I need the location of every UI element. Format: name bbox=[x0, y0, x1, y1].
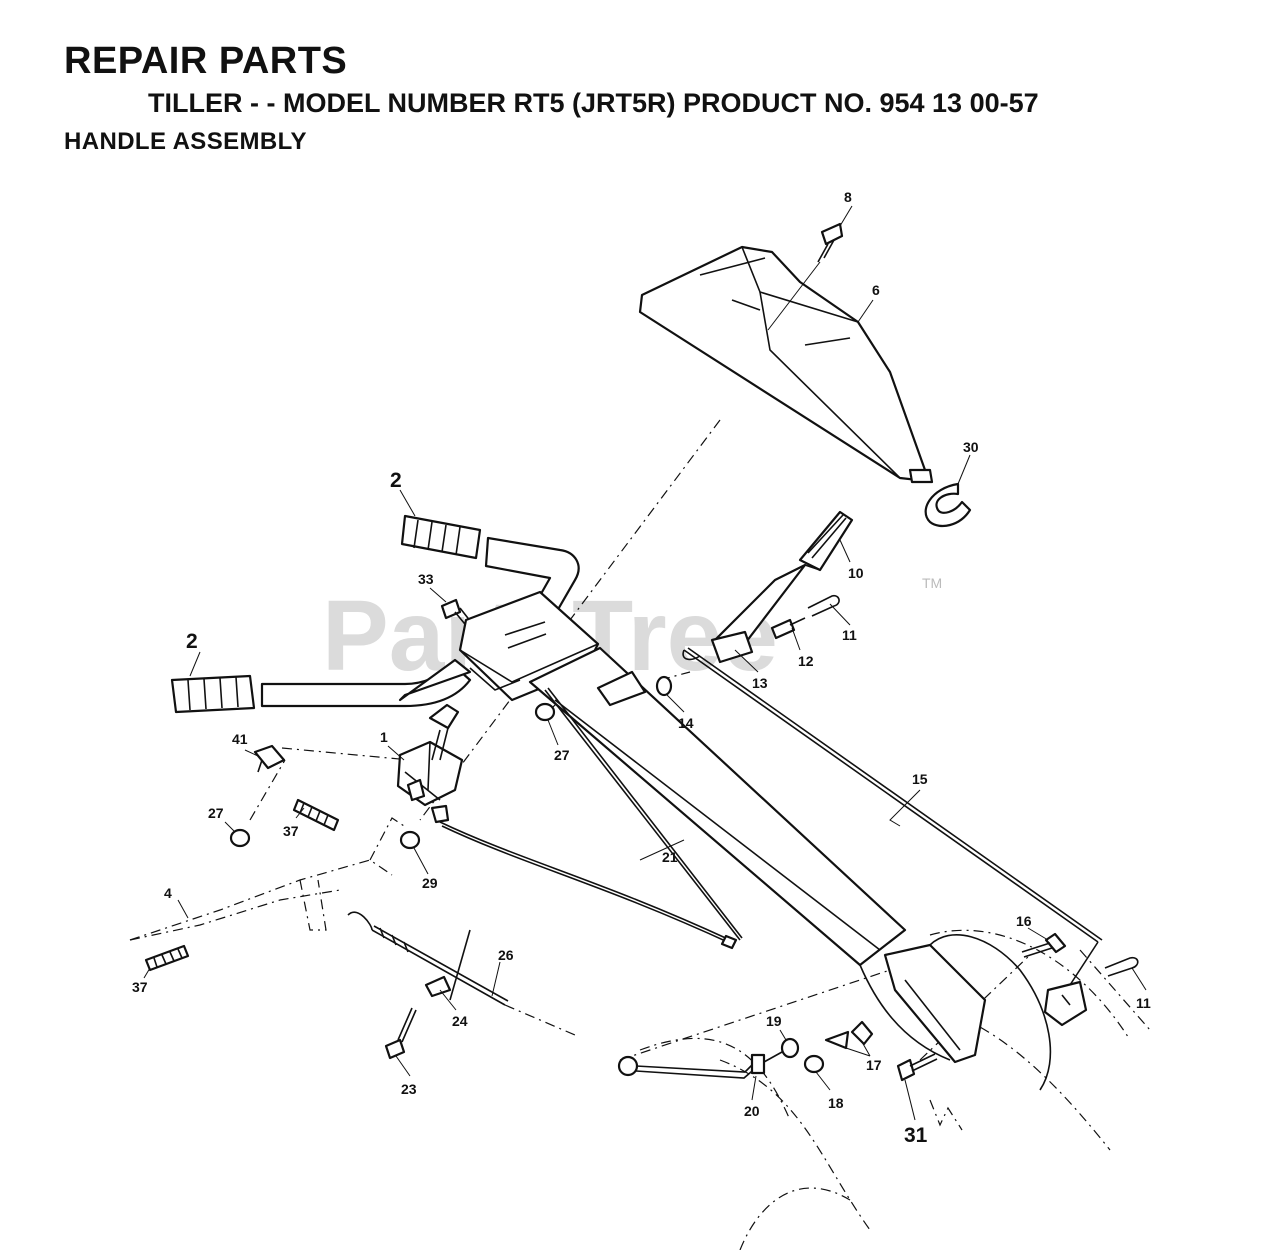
page-title: REPAIR PARTS bbox=[64, 40, 348, 82]
part-17-18-19-hardware bbox=[763, 1020, 874, 1074]
model-subtitle: TILLER - - MODEL NUMBER RT5 (JRT5R) PROD… bbox=[148, 88, 1039, 118]
callout-33: 33 bbox=[418, 571, 434, 587]
part-6-handle-cover bbox=[638, 245, 934, 484]
part-10-13-shift-lever bbox=[710, 510, 854, 664]
callout-27-center: 27 bbox=[554, 747, 570, 763]
callout-30: 30 bbox=[963, 439, 979, 455]
callout-31: 31 bbox=[904, 1124, 928, 1147]
part-21-main-handle-tube bbox=[528, 646, 907, 967]
tine-hood-outline bbox=[739, 1099, 963, 1250]
callout-2-upper: 2 bbox=[390, 469, 402, 492]
part-29-nut bbox=[399, 830, 421, 850]
part-41-cable-clip bbox=[253, 744, 286, 773]
part-16-bolt bbox=[1021, 932, 1067, 958]
part-14-washer bbox=[655, 675, 673, 697]
part-2-grips-handlebar bbox=[170, 514, 580, 714]
callout-10: 10 bbox=[848, 565, 864, 581]
part-23-24-fasteners bbox=[384, 975, 452, 1060]
callout-26: 26 bbox=[498, 947, 514, 963]
callout-2-lower: 2 bbox=[186, 630, 198, 653]
part-26-control-rod bbox=[347, 911, 509, 1006]
callout-leader-lines bbox=[143, 205, 1147, 1121]
callout-21: 21 bbox=[662, 849, 678, 865]
callout-12: 12 bbox=[798, 653, 814, 669]
control-cable bbox=[439, 821, 738, 950]
callout-37-lower: 37 bbox=[132, 979, 148, 995]
callout-14: 14 bbox=[678, 715, 694, 731]
part-27-nuts bbox=[229, 702, 556, 848]
part-8-screw bbox=[767, 222, 844, 331]
callout-4: 4 bbox=[164, 885, 172, 901]
part-15-shift-rod bbox=[682, 647, 1103, 986]
callout-20: 20 bbox=[744, 1103, 760, 1119]
callout-37-upper: 37 bbox=[283, 823, 299, 839]
callout-23: 23 bbox=[401, 1081, 417, 1097]
callout-18: 18 bbox=[828, 1095, 844, 1111]
callout-1: 1 bbox=[380, 729, 388, 745]
section-title: HANDLE ASSEMBLY bbox=[64, 128, 307, 155]
callout-16: 16 bbox=[1016, 913, 1032, 929]
part-37-springs bbox=[144, 798, 340, 972]
part-11-pin-lower bbox=[1104, 956, 1139, 977]
part-30-clip bbox=[924, 482, 972, 528]
callout-15: 15 bbox=[912, 771, 928, 787]
page-header: REPAIR PARTS TILLER - - MODEL NUMBER RT5… bbox=[0, 0, 1280, 170]
shift-arm-bracket bbox=[1043, 980, 1088, 1027]
callout-6: 6 bbox=[872, 282, 880, 298]
callout-11-lower: 11 bbox=[1136, 995, 1151, 1011]
callout-41: 41 bbox=[232, 731, 248, 747]
handle-lower-bracket bbox=[859, 934, 1052, 1091]
callout-27-left: 27 bbox=[208, 805, 224, 821]
callout-29: 29 bbox=[422, 875, 438, 891]
callout-19: 19 bbox=[766, 1013, 782, 1029]
callout-24: 24 bbox=[452, 1013, 468, 1029]
part-4-lower-frame bbox=[129, 817, 405, 941]
part-20-depth-rod bbox=[617, 1053, 766, 1079]
callout-13: 13 bbox=[752, 675, 768, 691]
part-11-12-pins bbox=[770, 594, 840, 640]
callout-8: 8 bbox=[844, 189, 852, 205]
callout-17: 17 bbox=[866, 1057, 882, 1073]
watermark-trademark: TM bbox=[922, 575, 942, 591]
callout-labels: 8 6 30 2 2 33 10 11 12 13 14 1 41 27 27 … bbox=[132, 189, 1151, 1147]
callout-11-upper: 11 bbox=[842, 627, 857, 643]
part-1-control-bracket bbox=[396, 703, 464, 824]
part-31-bolt bbox=[896, 1053, 938, 1082]
